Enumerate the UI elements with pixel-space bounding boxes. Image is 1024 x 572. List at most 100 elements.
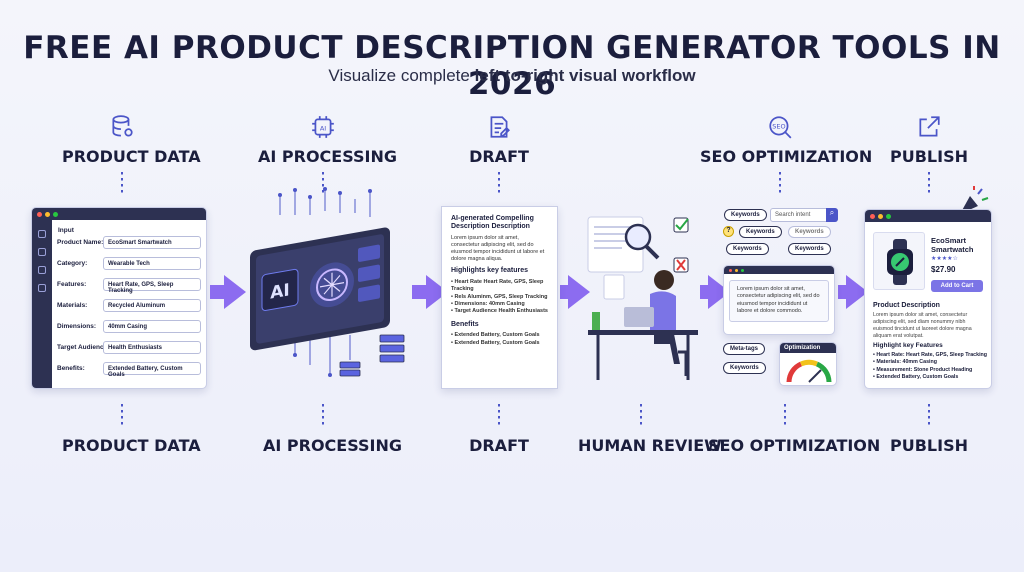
stage-label-top-seo: SEO OPTIMIZATION xyxy=(700,147,873,166)
connector-dots xyxy=(640,404,642,426)
seo-preview-window: Lorem ipsum dolor sit amet, consectetur … xyxy=(723,265,835,335)
stage-label-bottom-publish: PUBLISH xyxy=(890,436,968,455)
list-item: • Extended Battery, Custom Goals xyxy=(451,339,540,346)
connector-dots xyxy=(779,172,781,194)
external-link-icon xyxy=(919,116,940,137)
stage-label-bottom-human-review: HUMAN REVIEW xyxy=(578,436,722,455)
flow-arrow xyxy=(568,275,590,309)
connector-dots xyxy=(784,404,786,426)
flow-arrow-shaft xyxy=(700,285,708,299)
list-item: • Target Audience Health Enthusiasts xyxy=(451,308,548,315)
stage-label-top-ai-processing: AI PROCESSING xyxy=(258,147,398,166)
publish-product-page: EcoSmart Smartwatch ★★★★☆ $27.90 Add to … xyxy=(864,209,992,389)
product-name: EcoSmart Smartwatch xyxy=(931,236,974,254)
connector-dots xyxy=(322,404,324,426)
database-icon xyxy=(112,115,133,137)
description-body: Lorem ipsum dolor sit amet, consectetur … xyxy=(873,312,972,339)
list-item: • Extended Battery, Custom Goals xyxy=(451,332,540,339)
keyword-pill[interactable]: Keywords xyxy=(726,243,769,255)
field-input[interactable]: EcoSmart Smartwatch xyxy=(103,236,201,249)
stage-label-top-publish: PUBLISH xyxy=(890,147,968,166)
field-label: Category: xyxy=(57,260,88,267)
sidebar xyxy=(32,220,52,388)
connector-dots xyxy=(928,172,930,194)
field-label: Dimensions: xyxy=(57,323,97,330)
keyword-pill[interactable]: Keywords xyxy=(788,243,831,255)
field-input[interactable]: Health Enthusiasts xyxy=(103,341,201,354)
keyword-pill[interactable]: Keywords xyxy=(724,209,767,221)
list-item: • Materials: 40mm Casing xyxy=(873,359,937,366)
seo-body-text: Lorem ipsum dolor sit amet, consectetur … xyxy=(729,280,829,322)
list-item: • Measurement: Stone Product Heading xyxy=(873,366,973,373)
page-subtitle: Visualize complete left to-right visual … xyxy=(328,66,696,85)
optimization-label: Optimization xyxy=(780,343,836,353)
field-input[interactable]: Heart Rate, GPS, Sleep Tracking xyxy=(103,278,201,294)
ai-processing-illustration: AI xyxy=(250,187,405,377)
document-edit-icon xyxy=(490,116,510,138)
connector-dots xyxy=(121,172,123,194)
page-title: FREE AI PRODUCT DESCRIPTION GENERATOR TO… xyxy=(23,30,1001,102)
svg-text:AI: AI xyxy=(320,124,326,132)
field-label: Target Audience: xyxy=(57,344,110,351)
field-label: Materials: xyxy=(57,302,88,309)
field-label: Benefits: xyxy=(57,365,85,372)
list-item: • Heart Rate: Heart Rate, GPS, Sleep Tra… xyxy=(873,352,988,358)
ai-label: AI xyxy=(270,280,289,303)
stage-label-top-draft: DRAFT xyxy=(469,147,529,166)
list-item: • Rels Aluminm, GPS, Sleep Tracking xyxy=(451,293,548,300)
gauge-icon xyxy=(786,359,832,383)
window-titlebar xyxy=(32,208,206,220)
field-input[interactable]: Wearable Tech xyxy=(103,257,201,270)
keywords-pill-bottom[interactable]: Keywords xyxy=(723,362,766,374)
search-icon[interactable]: ⌕ xyxy=(826,208,838,222)
stage-label-bottom-draft: DRAFT xyxy=(469,436,529,455)
flow-arrow-shaft xyxy=(838,285,846,299)
window-titlebar xyxy=(865,210,991,222)
list-item: • Heart Rate Heart Rate, GPS, Sleep Trac… xyxy=(451,278,544,293)
search-intent-input[interactable]: Search intent xyxy=(770,208,838,222)
draft-document: AI-generated Compelling Description Desc… xyxy=(441,206,558,389)
human-review-illustration xyxy=(587,216,698,380)
connector-dots xyxy=(322,172,324,194)
draft-body: Lorem ipsum dolor sit amet, consectetur … xyxy=(451,234,545,263)
features-title: Highlight key Features xyxy=(873,342,943,349)
product-price: $27.90 xyxy=(931,265,956,274)
benefits-title: Benefits xyxy=(451,320,479,328)
meta-tags-pill[interactable]: Meta-tags xyxy=(723,343,766,355)
flow-arrow-shaft xyxy=(560,285,568,299)
help-icon: ? xyxy=(723,226,734,237)
list-item: • Extended Battery, Custom Goals xyxy=(873,374,959,381)
smartwatch-icon xyxy=(887,239,913,285)
highlights-title: Highlights key features xyxy=(451,267,529,275)
field-input[interactable]: 40mm Casing xyxy=(103,320,201,333)
stage-label-top-product-data: PRODUCT DATA xyxy=(62,147,201,166)
keyword-pill[interactable]: Keywords xyxy=(788,226,831,238)
stage-label-bottom-product-data: PRODUCT DATA xyxy=(62,436,201,455)
add-to-cart-button[interactable]: Add to Cart xyxy=(931,280,983,292)
window-titlebar xyxy=(724,266,834,274)
rating-stars: ★★★★☆ xyxy=(931,256,958,262)
field-label: Product Name: xyxy=(57,239,104,246)
seo-search-icon: SEO xyxy=(769,116,792,139)
flow-arrow-shaft xyxy=(210,285,224,299)
description-title: Product Description xyxy=(873,302,940,309)
product-image xyxy=(873,232,925,290)
draft-heading: AI-generated Compelling Description Desc… xyxy=(451,215,534,231)
input-heading: Input xyxy=(58,227,74,234)
flow-arrow-shaft xyxy=(412,285,426,299)
flow-arrow xyxy=(846,275,868,309)
stage-label-bottom-seo: SEO OPTIMIZATION xyxy=(708,436,881,455)
flow-arrow xyxy=(224,275,246,309)
keyword-pill-selected[interactable]: Keywords xyxy=(739,226,782,238)
connector-dots xyxy=(928,404,930,426)
field-input[interactable]: Recycled Aluminum xyxy=(103,299,201,312)
optimization-gauge-panel: Optimization xyxy=(779,342,837,386)
svg-text:SEO: SEO xyxy=(772,123,785,131)
field-input[interactable]: Extended Battery, Custom Goals xyxy=(103,362,201,378)
connector-dots xyxy=(498,404,500,426)
connector-dots xyxy=(498,172,500,194)
stage-label-bottom-ai-processing: AI PROCESSING xyxy=(263,436,403,455)
list-item: • Dimensions: 40mm Casing xyxy=(451,301,525,307)
ai-chip-icon: AI xyxy=(312,116,334,138)
field-label: Features: xyxy=(57,281,87,288)
